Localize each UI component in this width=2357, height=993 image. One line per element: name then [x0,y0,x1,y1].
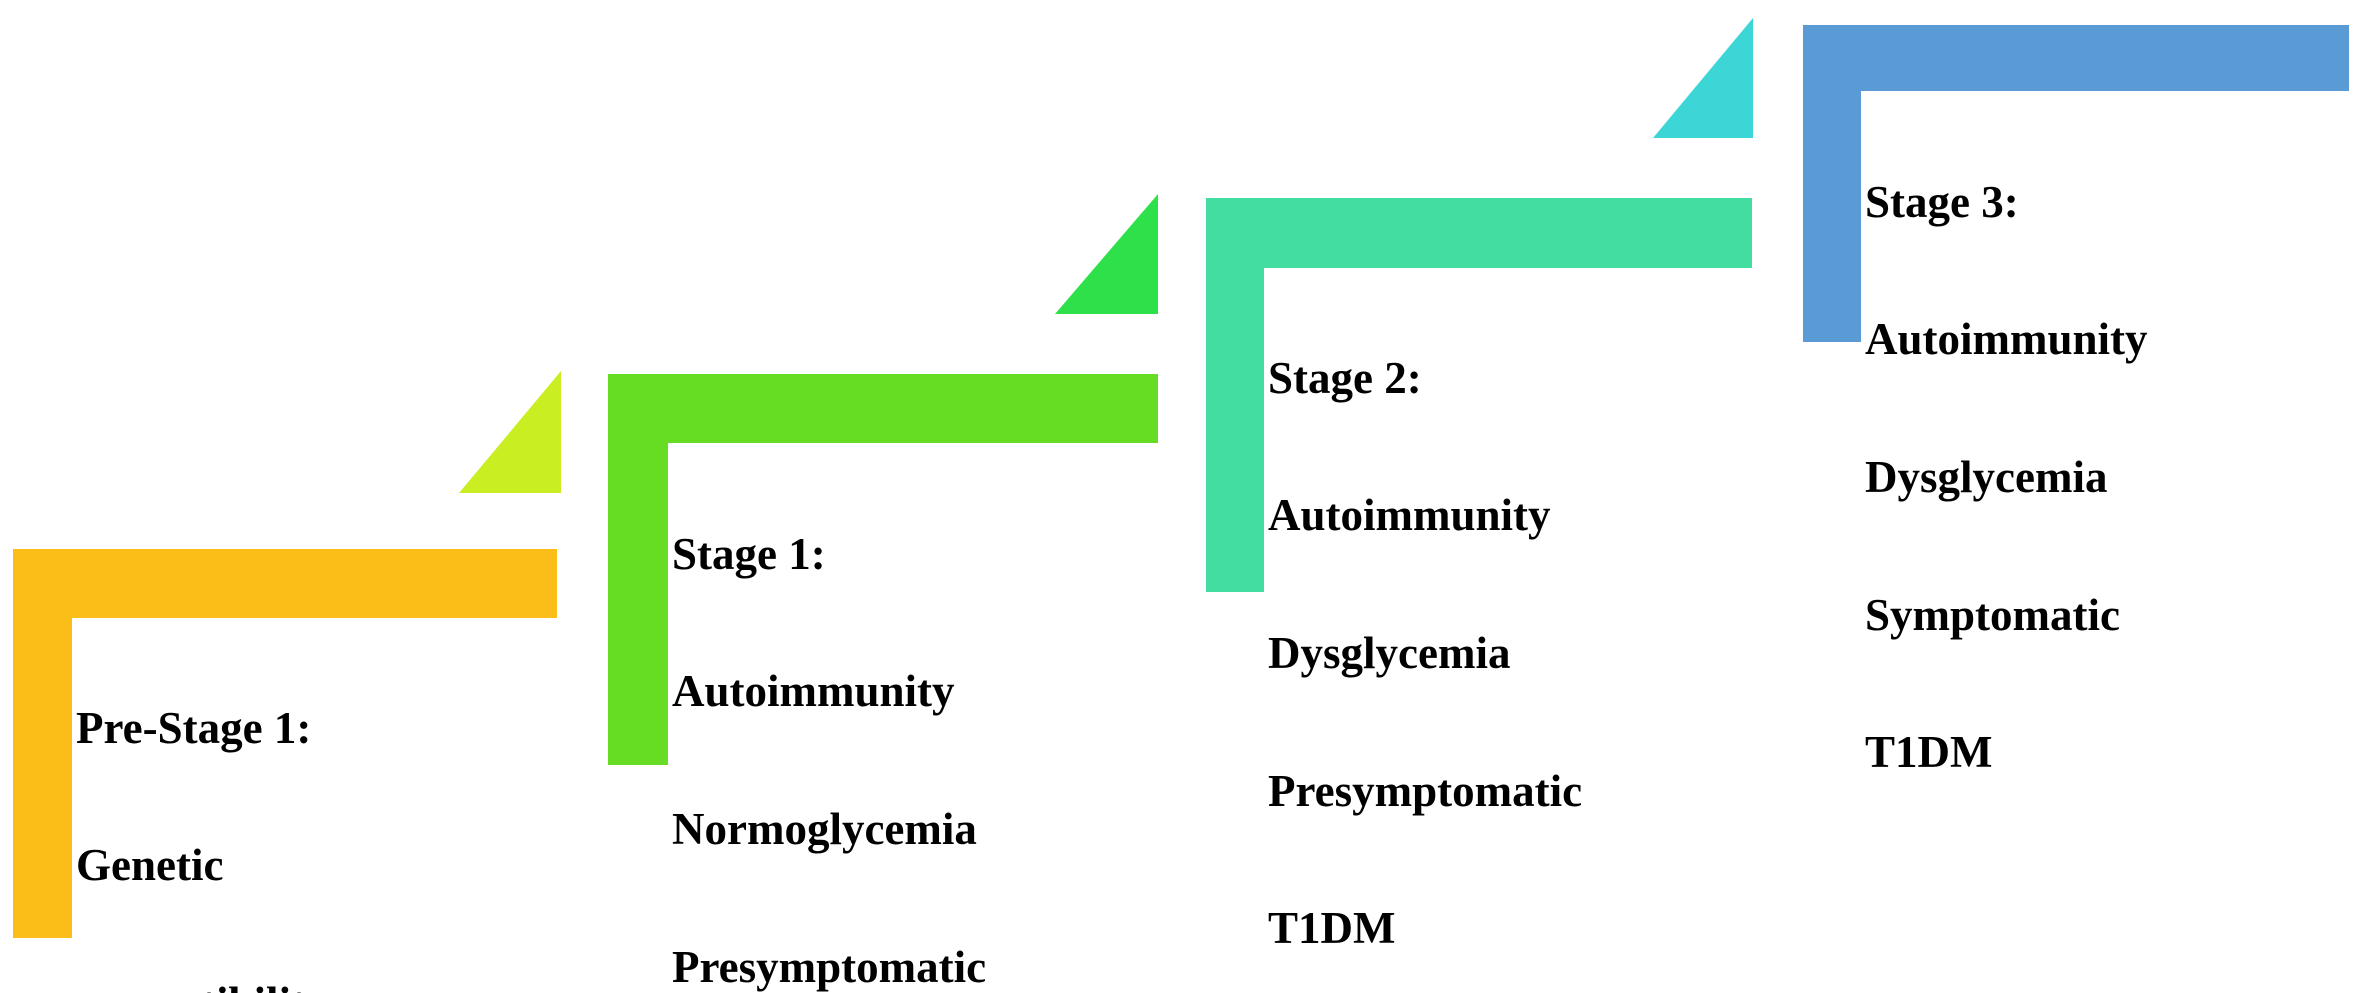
stage-label-line: T1DM [1268,903,1396,954]
stage-bracket-leg-stage-3 [1803,25,1861,342]
stage-label-line: Pre-Stage 1: [76,702,312,753]
stage-label-stage-1: Stage 1: Autoimmunity Normoglycemia Pres… [672,440,1142,993]
stage-label-line: Normoglycemia [672,804,977,855]
stage-label-line: Autoimmunity [1865,314,2148,365]
stage-bracket-leg-pre-stage-1 [13,549,72,938]
connector-triangle-3 [1653,18,1753,138]
stage-bracket-arm-stage-1 [608,374,1158,443]
stage-label-line: Presymptomatic [672,941,987,992]
stage-label-line: Genetic [76,840,224,891]
stage-label-pre-stage-1: Pre-Stage 1: Genetic susceptibility Gene… [76,614,546,993]
stage-label-line: T1DM [1865,727,1993,778]
stage-label-line: susceptibility [76,980,546,993]
connector-triangle-1 [459,371,561,493]
stage-label-line: Stage 1: [672,528,826,579]
stage-label-line: Autoimmunity [1268,490,1551,541]
stage-bracket-arm-stage-3 [1803,25,2349,91]
stage-bracket-leg-stage-2 [1206,198,1264,592]
stage-bracket-arm-pre-stage-1 [13,549,557,618]
stage-label-line: Symptomatic [1865,589,2120,640]
stage-bracket-arm-stage-2 [1206,198,1752,268]
stage-label-line: Stage 2: [1268,352,1422,403]
connector-triangle-2 [1055,194,1158,314]
stage-label-stage-2: Stage 2: Autoimmunity Dysglycemia Presym… [1268,264,1738,993]
stage-label-line: Presymptomatic [1268,765,1583,816]
stage-label-line: Stage 3: [1865,176,2019,227]
stage-label-line: Dysglycemia [1865,452,2108,503]
stage-label-line: Autoimmunity [672,666,955,717]
stage-bracket-leg-stage-1 [608,374,668,765]
stage-label-stage-3: Stage 3: Autoimmunity Dysglycemia Sympto… [1865,88,2335,868]
stage-label-line: Dysglycemia [1268,628,1511,679]
